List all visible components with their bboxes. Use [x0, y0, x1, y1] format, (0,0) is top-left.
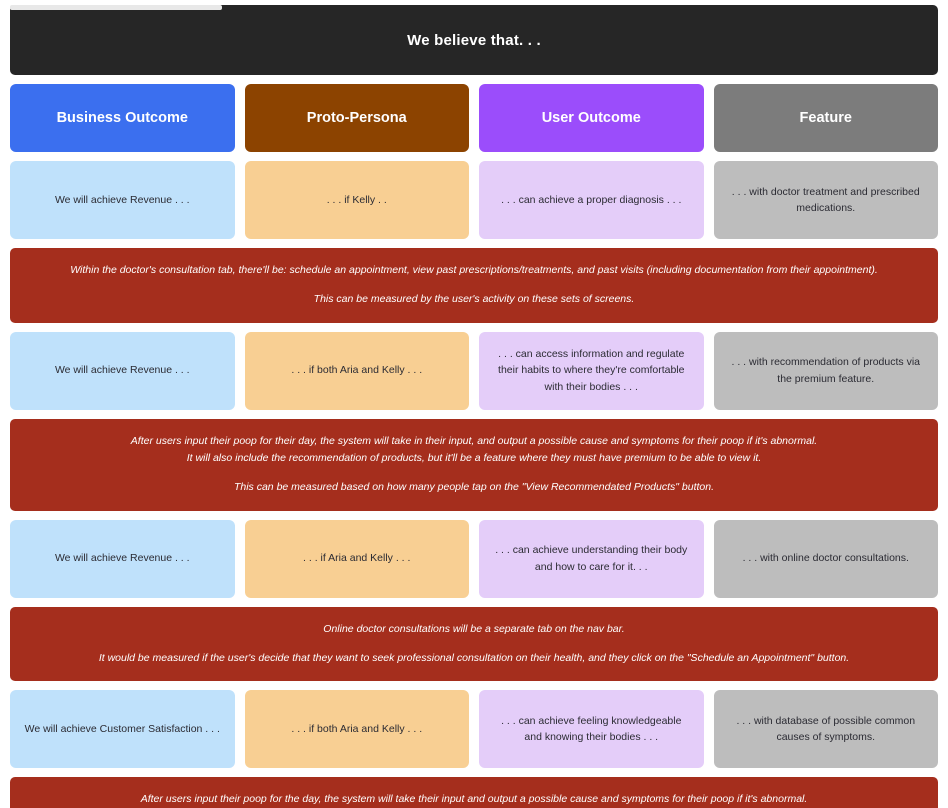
note-line: It will also include the recommendation … [186, 451, 762, 464]
note-line: This can be measured based on how many p… [233, 481, 715, 494]
assumption-text-persona: . . . if Aria and Kelly . . . [303, 552, 411, 565]
cell-feature: . . . with recommendation of products vi… [713, 331, 938, 410]
assumption-card-feature[interactable]: . . . with database of possible common c… [713, 690, 938, 769]
assumption-card-business[interactable]: We will achieve Revenue . . . [10, 331, 235, 410]
assumption-text-feature: . . . with database of possible common c… [736, 714, 916, 744]
assumption-card-user[interactable]: . . . can access information and regulat… [479, 331, 704, 410]
cell-business-outcome: We will achieve Customer Satisfaction . … [10, 690, 235, 769]
assumption-note[interactable]: After users input their poop for their d… [10, 418, 938, 511]
cell-feature: . . . with online doctor consultations. [713, 519, 938, 598]
assumption-text-user: . . . can access information and regulat… [498, 348, 685, 393]
assumption-text-user: . . . can achieve a proper diagnosis . .… [501, 193, 682, 206]
column-proto-persona: Proto-Persona [244, 84, 469, 152]
note-line: After users input their poop for their d… [130, 434, 818, 447]
assumption-note[interactable]: After users input their poop for the day… [10, 777, 938, 808]
scrolled-element-strip [10, 5, 222, 10]
cell-business-outcome: We will achieve Revenue . . . [10, 331, 235, 410]
cell-proto-persona: . . . if Aria and Kelly . . . [244, 519, 469, 598]
cell-feature: . . . with database of possible common c… [713, 690, 938, 769]
assumption-text-business: We will achieve Revenue . . . [54, 364, 190, 377]
believe-banner: We believe that. . . [10, 5, 938, 75]
assumption-card-user[interactable]: . . . can achieve understanding their bo… [479, 519, 704, 598]
column-header-row: Business Outcome Proto-Persona User Outc… [10, 84, 938, 152]
assumption-text-user: . . . can achieve understanding their bo… [495, 544, 688, 573]
assumption-row: We will achieve Customer Satisfaction . … [10, 690, 938, 769]
header-chip-feature[interactable]: Feature [713, 84, 938, 152]
assumption-card-business[interactable]: We will achieve Revenue . . . [10, 161, 235, 239]
note-line: This can be measured by the user's activ… [313, 293, 635, 306]
header-label-user-outcome: User Outcome [541, 110, 641, 126]
column-user-outcome: User Outcome [479, 84, 704, 152]
column-feature: Feature [713, 84, 938, 152]
assumption-card-business[interactable]: We will achieve Revenue . . . [10, 519, 235, 598]
assumption-card-business[interactable]: We will achieve Customer Satisfaction . … [10, 690, 235, 769]
note-line: Online doctor consultations will be a se… [323, 622, 625, 635]
header-chip-user-outcome[interactable]: User Outcome [479, 84, 704, 152]
column-business-outcome: Business Outcome [10, 84, 235, 152]
assumption-text-feature: . . . with doctor treatment and prescrib… [731, 185, 920, 214]
assumption-card-user[interactable]: . . . can achieve a proper diagnosis . .… [479, 161, 704, 239]
assumption-card-feature[interactable]: . . . with doctor treatment and prescrib… [713, 161, 938, 239]
assumption-text-feature: . . . with online doctor consultations. [742, 552, 909, 565]
assumptions-board: We believe that. . . Business Outcome Pr… [0, 5, 948, 808]
assumption-card-persona[interactable]: . . . if both Aria and Kelly . . . [244, 331, 469, 410]
cell-proto-persona: . . . if Kelly . . [244, 161, 469, 239]
assumption-text-persona: . . . if Kelly . . [326, 193, 387, 206]
cell-user-outcome: . . . can access information and regulat… [479, 331, 704, 410]
assumption-text-business: We will achieve Revenue . . . [54, 552, 190, 565]
assumption-text-business: We will achieve Revenue . . . [54, 193, 190, 206]
assumption-row: We will achieve Revenue . . . . . . if A… [10, 519, 938, 598]
assumption-text-user: . . . can achieve feeling knowledgeable … [501, 714, 682, 744]
assumption-card-user[interactable]: . . . can achieve feeling knowledgeable … [479, 690, 704, 769]
assumption-row: We will achieve Revenue . . . . . . if b… [10, 331, 938, 410]
note-line: It would be measured if the user's decid… [98, 651, 850, 664]
assumption-card-persona[interactable]: . . . if both Aria and Kelly . . . [244, 690, 469, 769]
note-line: Within the doctor's consultation tab, th… [70, 264, 878, 276]
header-label-feature: Feature [799, 110, 852, 126]
assumption-card-feature[interactable]: . . . with online doctor consultations. [713, 519, 938, 598]
header-label-business-outcome: Business Outcome [56, 110, 188, 126]
cell-business-outcome: We will achieve Revenue . . . [10, 519, 235, 598]
banner-title: We believe that. . . [407, 31, 541, 49]
assumption-row: We will achieve Revenue . . . . . . if K… [10, 161, 938, 239]
cell-user-outcome: . . . can achieve a proper diagnosis . .… [479, 161, 704, 239]
assumption-text-persona: . . . if both Aria and Kelly . . . [291, 364, 423, 377]
header-chip-business-outcome[interactable]: Business Outcome [10, 84, 235, 152]
assumption-card-feature[interactable]: . . . with recommendation of products vi… [713, 331, 938, 410]
assumption-note[interactable]: Online doctor consultations will be a se… [10, 606, 938, 682]
assumption-text-business: We will achieve Customer Satisfaction . … [24, 723, 220, 736]
cell-feature: . . . with doctor treatment and prescrib… [713, 161, 938, 239]
note-line: After users input their poop for the day… [140, 793, 808, 806]
cell-proto-persona: . . . if both Aria and Kelly . . . [244, 690, 469, 769]
cell-user-outcome: . . . can achieve feeling knowledgeable … [479, 690, 704, 769]
cell-business-outcome: We will achieve Revenue . . . [10, 161, 235, 239]
assumption-card-persona[interactable]: . . . if Aria and Kelly . . . [244, 519, 469, 598]
assumption-text-persona: . . . if both Aria and Kelly . . . [291, 723, 423, 736]
header-label-proto-persona: Proto-Persona [306, 110, 407, 126]
assumption-card-persona[interactable]: . . . if Kelly . . [244, 161, 469, 239]
assumption-text-feature: . . . with recommendation of products vi… [731, 356, 920, 385]
cell-user-outcome: . . . can achieve understanding their bo… [479, 519, 704, 598]
cell-proto-persona: . . . if both Aria and Kelly . . . [244, 331, 469, 410]
header-chip-proto-persona[interactable]: Proto-Persona [244, 84, 469, 152]
assumption-note[interactable]: Within the doctor's consultation tab, th… [10, 248, 938, 323]
